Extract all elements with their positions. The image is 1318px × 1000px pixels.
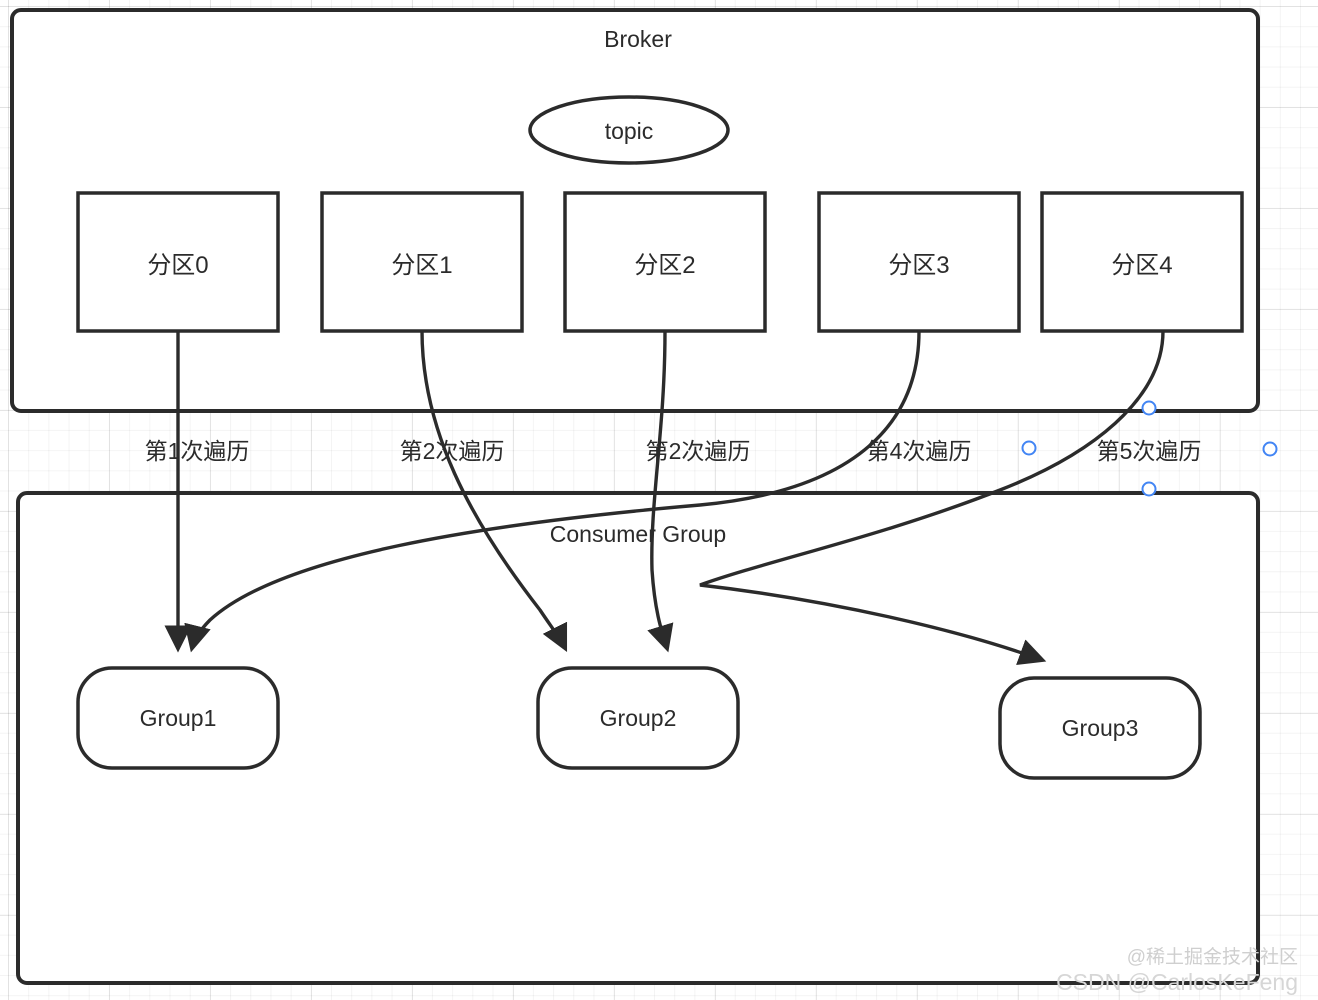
partition-3[interactable]: 分区3 xyxy=(817,191,1021,333)
partition-label: 分区4 xyxy=(1111,252,1172,279)
topic-label: topic xyxy=(605,118,654,144)
edge-partition3-to-group1[interactable] xyxy=(184,330,921,653)
edge-partition1-to-group2[interactable] xyxy=(420,330,568,653)
group-box[interactable] xyxy=(76,666,280,770)
partition-1[interactable]: 分区1 xyxy=(320,191,524,333)
watermark-secondary: CSDN @CarlosKeFeng xyxy=(1056,969,1298,995)
group-box[interactable] xyxy=(998,676,1202,780)
edge-partition2-to-group2[interactable] xyxy=(647,330,674,653)
topic-ellipse[interactable] xyxy=(528,95,730,165)
edge-label-5: 第5次遍历 xyxy=(1097,438,1202,464)
selection-handle-right[interactable] xyxy=(1262,441,1278,457)
selection-handle-top[interactable] xyxy=(1141,400,1157,416)
partition-2[interactable]: 分区2 xyxy=(563,191,767,333)
partition-box[interactable] xyxy=(563,191,767,333)
group-label: Group2 xyxy=(600,705,677,731)
selection-handle-bottom[interactable] xyxy=(1141,481,1157,497)
edge-partition4-to-group3[interactable] xyxy=(699,330,1165,665)
consumer-group-title: Consumer Group xyxy=(550,521,726,547)
partition-label: 分区0 xyxy=(147,252,208,279)
selection-handle-left[interactable] xyxy=(1021,440,1037,456)
partition-box[interactable] xyxy=(817,191,1021,333)
partition-box[interactable] xyxy=(1040,191,1244,333)
group-label: Group3 xyxy=(1062,715,1139,741)
group-1[interactable]: Group1 xyxy=(76,666,280,770)
broker-title: Broker xyxy=(604,26,672,52)
edge-label-2: 第2次遍历 xyxy=(400,438,505,464)
partition-label: 分区1 xyxy=(391,252,452,279)
partition-box[interactable] xyxy=(76,191,280,333)
edge-label-1: 第1次遍历 xyxy=(145,438,250,464)
watermark-primary: @稀土掘金技术社区 xyxy=(1127,946,1298,968)
partition-0[interactable]: 分区0 xyxy=(76,191,280,333)
edge-label-4: 第4次遍历 xyxy=(867,438,972,464)
group-3[interactable]: Group3 xyxy=(998,676,1202,780)
edge-label-3: 第2次遍历 xyxy=(646,438,751,464)
group-box[interactable] xyxy=(536,666,740,770)
topic-node[interactable]: topic xyxy=(528,95,730,165)
group-label: Group1 xyxy=(140,705,217,731)
partition-4[interactable]: 分区4 xyxy=(1040,191,1244,333)
group-2[interactable]: Group2 xyxy=(536,666,740,770)
partition-label: 分区2 xyxy=(634,252,695,279)
partition-box[interactable] xyxy=(320,191,524,333)
partition-label: 分区3 xyxy=(888,252,949,279)
